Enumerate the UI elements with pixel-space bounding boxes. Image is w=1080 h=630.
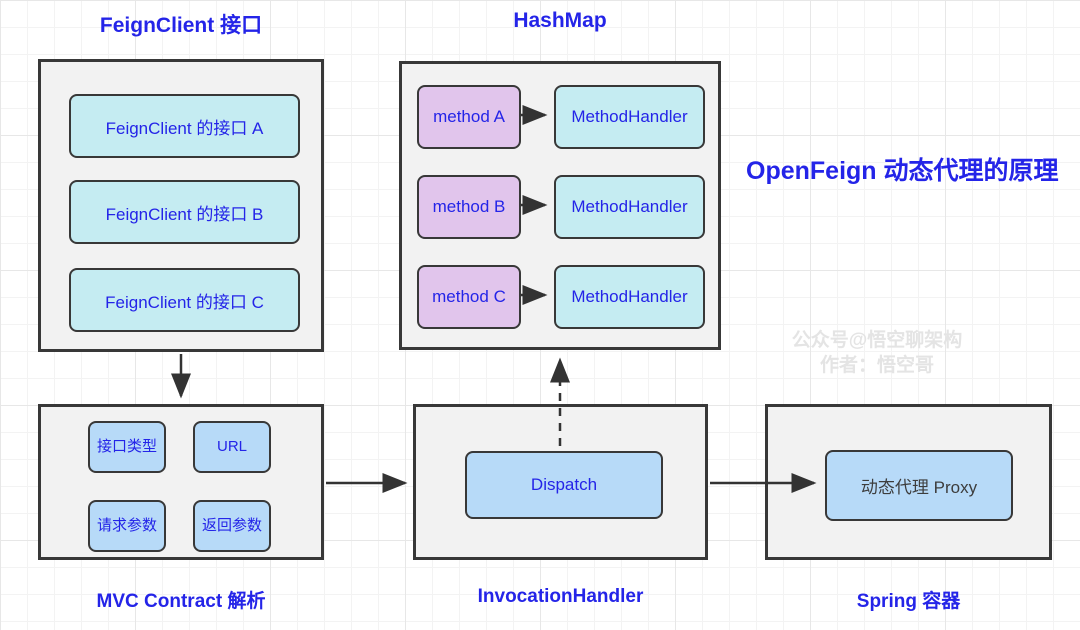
- hashmap-value-methodhandler-a: MethodHandler: [554, 85, 705, 149]
- spring-container-box: 动态代理 Proxy: [765, 404, 1052, 560]
- feignclient-box: FeignClient 的接口 A FeignClient 的接口 B Feig…: [38, 59, 324, 352]
- mvc-item-interface-type: 接口类型: [88, 421, 166, 473]
- mvc-item-url: URL: [193, 421, 271, 473]
- hashmap-box: method A MethodHandler method B MethodHa…: [399, 61, 721, 350]
- hashmap-section-title: HashMap: [513, 9, 607, 32]
- diagram-title: OpenFeign 动态代理的原理: [746, 157, 1059, 185]
- hashmap-key-method-b: method B: [417, 175, 521, 239]
- mvc-item-return-params: 返回参数: [193, 500, 271, 552]
- watermark-line2: 作者：悟空哥: [819, 355, 934, 376]
- watermark-line1: 公众号@悟空聊架构: [791, 330, 963, 351]
- mvc-item-request-params: 请求参数: [88, 500, 166, 552]
- feign-interface-c: FeignClient 的接口 C: [69, 268, 300, 332]
- feign-interface-a: FeignClient 的接口 A: [69, 94, 300, 158]
- watermark: 公众号@悟空聊架构 作者：悟空哥: [787, 328, 967, 378]
- mvc-contract-box: 接口类型 URL 请求参数 返回参数: [38, 404, 324, 560]
- hashmap-value-methodhandler-c: MethodHandler: [554, 265, 705, 329]
- mvc-contract-label: MVC Contract 解析: [96, 591, 266, 612]
- feignclient-section-title: FeignClient 接口: [99, 14, 263, 37]
- spring-container-label: Spring 容器: [856, 591, 961, 612]
- hashmap-key-method-c: method C: [417, 265, 521, 329]
- dynamic-proxy-node: 动态代理 Proxy: [825, 450, 1013, 521]
- dispatch-node: Dispatch: [465, 451, 663, 519]
- feign-interface-b: FeignClient 的接口 B: [69, 180, 300, 244]
- hashmap-key-method-a: method A: [417, 85, 521, 149]
- invocation-handler-label: InvocationHandler: [477, 586, 644, 607]
- hashmap-value-methodhandler-b: MethodHandler: [554, 175, 705, 239]
- invocation-handler-box: Dispatch: [413, 404, 708, 560]
